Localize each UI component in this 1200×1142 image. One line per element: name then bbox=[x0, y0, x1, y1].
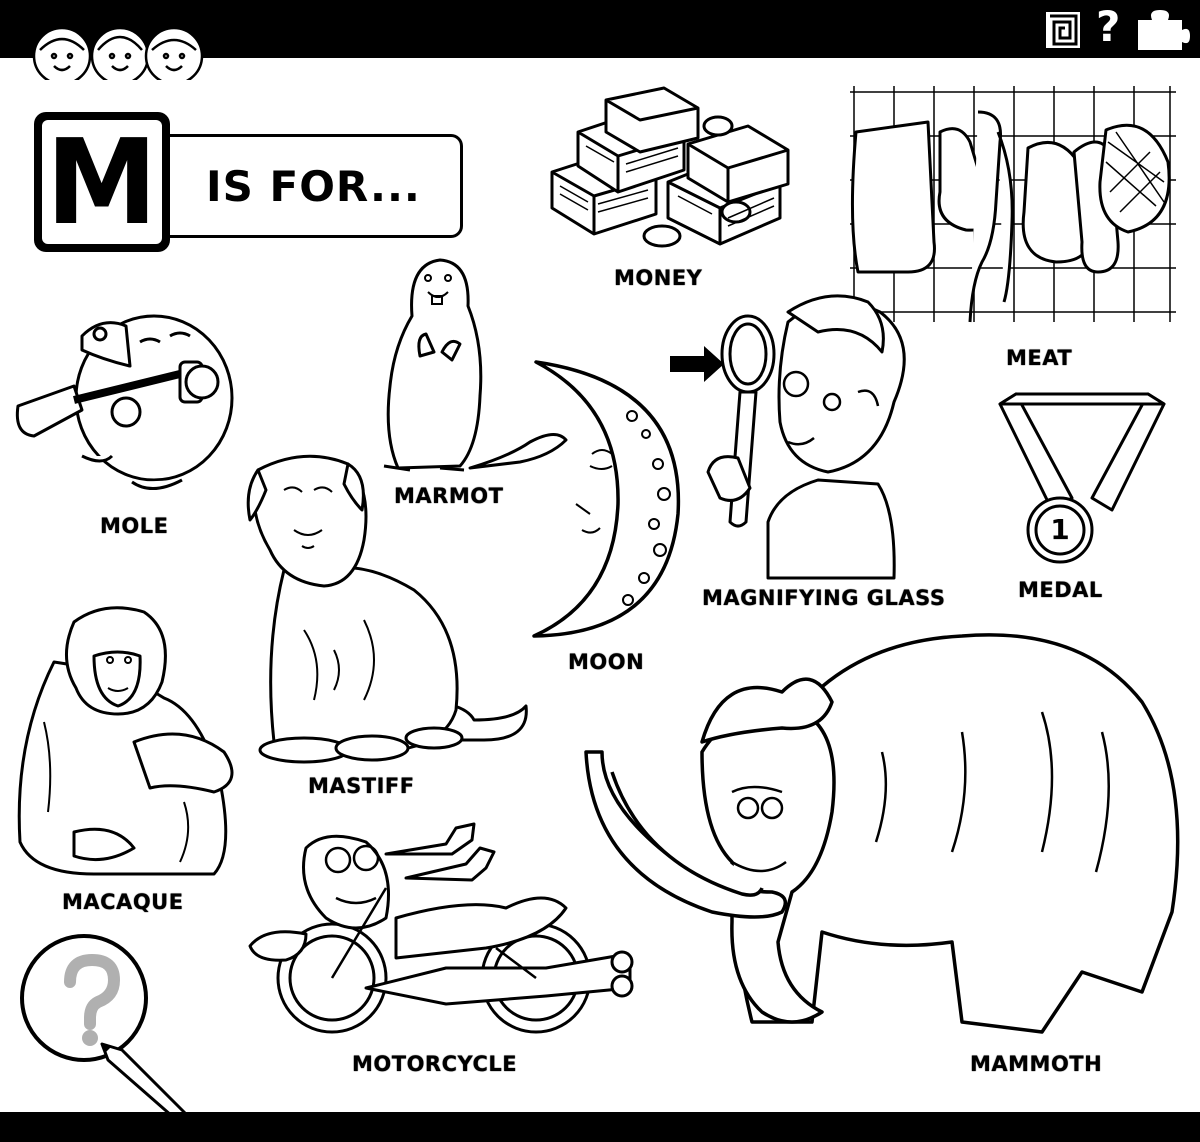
intro-box bbox=[168, 134, 463, 238]
word-moon: MOON bbox=[568, 650, 645, 674]
motorcycle-drawing bbox=[248, 822, 634, 1034]
letter-badge: M bbox=[34, 112, 170, 252]
medal-drawing bbox=[998, 392, 1166, 564]
mastiff-drawing bbox=[246, 454, 528, 764]
macaque-drawing bbox=[17, 606, 234, 876]
word-motorcycle: MOTORCYCLE bbox=[352, 1052, 518, 1076]
mammoth-drawing bbox=[584, 633, 1180, 1034]
meat-drawing bbox=[850, 86, 1176, 323]
pencil-icon bbox=[100, 1042, 188, 1116]
maze-icon bbox=[1046, 12, 1080, 48]
puzzle-icon bbox=[1138, 10, 1190, 50]
word-marmot: MARMOT bbox=[394, 484, 504, 508]
mole-drawing bbox=[15, 314, 234, 490]
bottom-bar bbox=[0, 1112, 1200, 1142]
word-mammoth: MAMMOTH bbox=[970, 1052, 1103, 1076]
word-meat: MEAT bbox=[1006, 346, 1073, 370]
medal-number: 1 bbox=[1050, 513, 1070, 546]
featured-letter: M bbox=[46, 113, 158, 251]
magnifying-glass-drawing bbox=[670, 294, 906, 580]
word-mastiff: MASTIFF bbox=[308, 774, 415, 798]
word-macaque: MACAQUE bbox=[62, 890, 184, 914]
moon-drawing bbox=[532, 360, 681, 638]
intro-text: IS FOR... bbox=[206, 162, 421, 211]
marmot-drawing bbox=[383, 258, 568, 472]
word-magnifying-glass: MAGNIFYING GLASS bbox=[702, 586, 946, 610]
word-money: MONEY bbox=[614, 266, 703, 290]
money-drawing bbox=[550, 86, 790, 248]
word-mole: MOLE bbox=[100, 514, 169, 538]
magnifier-question-icon bbox=[20, 934, 148, 1062]
word-medal: MEDAL bbox=[1018, 578, 1103, 602]
question-icon: ? bbox=[1096, 2, 1121, 51]
kids-faces-icon bbox=[32, 26, 204, 80]
